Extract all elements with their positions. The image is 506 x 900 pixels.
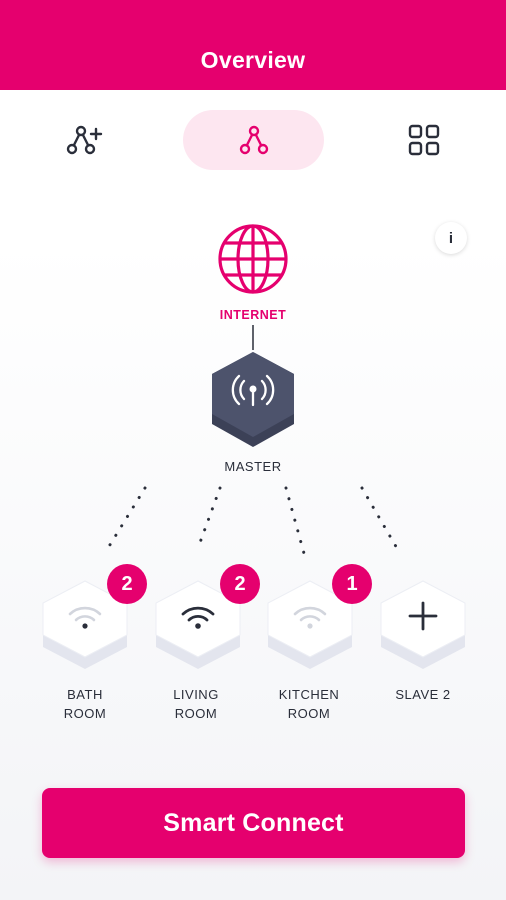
slave-2-add-node[interactable] [379,577,467,669]
living-room-node[interactable] [154,577,242,669]
internet-label: INTERNET [219,308,287,322]
kitchen-room-node[interactable] [266,577,354,669]
view-tabs [0,110,506,170]
plus-icon [408,601,438,631]
tab-add-node[interactable] [46,110,126,170]
kitchen-room-badge: 1 [332,564,372,604]
internet-globe-icon [216,222,290,296]
add-node-icon [66,125,103,155]
master-label: MASTER [224,459,282,474]
tab-grid[interactable] [384,110,464,170]
page-title: Overview [200,47,306,73]
living-room-badge: 2 [220,564,260,604]
bath-room-node[interactable] [41,577,129,669]
smart-connect-button[interactable]: Smart Connect [42,788,465,858]
wifi-weak-icon [68,606,102,622]
master-node[interactable] [210,350,296,450]
bath-room-label: BATH ROOM [63,687,107,721]
topology-icon [239,125,268,155]
slave-2-label: SLAVE 2 [395,687,451,702]
tab-topology[interactable] [183,110,324,170]
kitchen-room-label: KITCHEN ROOM [278,687,340,721]
info-icon: i [448,229,454,247]
bath-room-badge: 2 [107,564,147,604]
topology-connections [106,325,400,559]
info-button[interactable]: i [435,222,467,254]
wifi-strong-icon [181,606,215,622]
grid-icon [408,124,440,156]
living-room-label: LIVING ROOM [173,687,219,721]
wifi-weak-icon [293,606,327,622]
app-header: Overview [0,0,506,90]
